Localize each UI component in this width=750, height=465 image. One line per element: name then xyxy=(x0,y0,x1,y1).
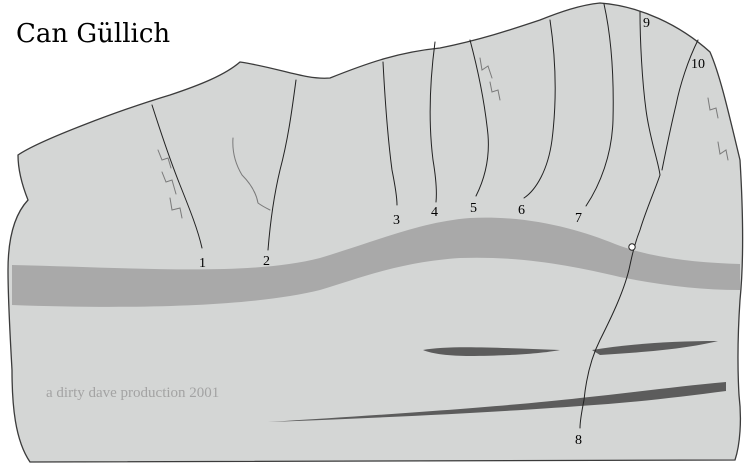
route-label-3: 3 xyxy=(393,213,400,228)
route-label-1: 1 xyxy=(199,256,206,271)
route-label-8: 8 xyxy=(575,433,582,448)
route-label-2: 2 xyxy=(263,254,270,269)
route-label-9: 9 xyxy=(643,16,650,31)
route-label-4: 4 xyxy=(431,205,438,220)
credit-text: a dirty dave production 2001 xyxy=(46,385,219,401)
route-label-10: 10 xyxy=(691,57,705,72)
route-label-5: 5 xyxy=(470,201,477,216)
route-label-6: 6 xyxy=(518,203,525,218)
belay-point xyxy=(629,244,635,250)
page-title: Can Güllich xyxy=(16,19,170,49)
route-label-7: 7 xyxy=(575,211,582,226)
